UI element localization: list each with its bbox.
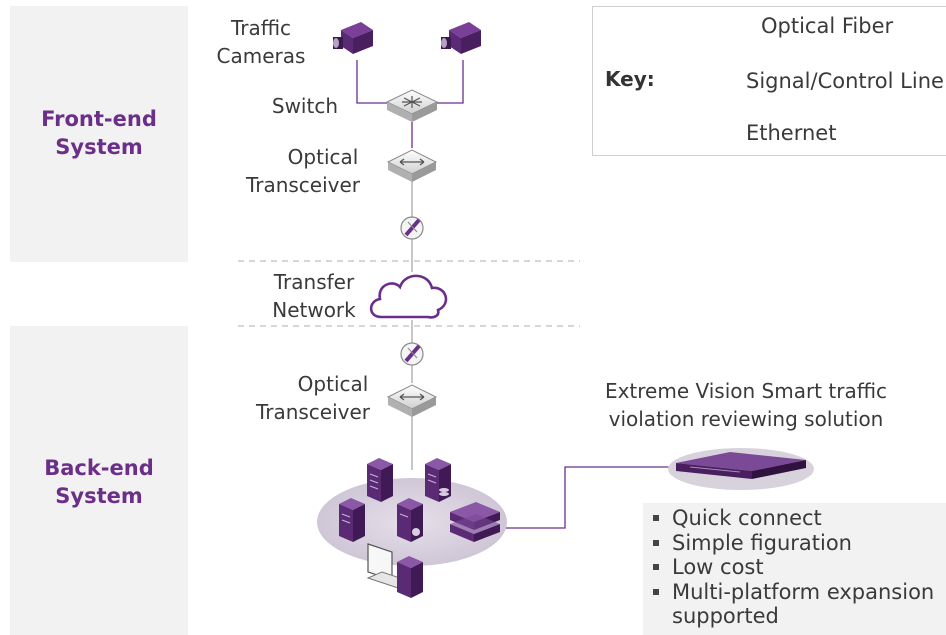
ethernet-line-solution xyxy=(505,466,680,529)
feature-item: Simple figuration xyxy=(648,531,934,556)
key-legend-box xyxy=(592,6,946,156)
optical-transceiver-bottom-line-1: Optical xyxy=(297,372,369,396)
transfer-network-label: Transfer Network xyxy=(256,268,372,324)
key-item-signal-control-line: Signal/Control Line xyxy=(746,69,944,93)
key-title: Key: xyxy=(605,67,655,91)
back-end-panel xyxy=(10,326,188,635)
back-end-line-2: System xyxy=(55,484,143,508)
solution-title-line-2: violation reviewing solution xyxy=(608,407,884,431)
transfer-network-line-2: Network xyxy=(272,298,356,322)
fiber-icon xyxy=(400,216,424,240)
camera-icon xyxy=(333,22,373,54)
optical-transceiver-top-line-2: Transceiver xyxy=(245,173,361,197)
feature-item-continuation: supported xyxy=(672,604,779,628)
cloud-icon xyxy=(369,274,448,319)
solution-title: Extreme Vision Smart traffic violation r… xyxy=(588,377,904,433)
optical-transceiver-bottom-line-2: Transceiver xyxy=(255,400,371,424)
optical-transceiver-bottom-label: Optical Transceiver xyxy=(238,370,388,426)
front-end-panel xyxy=(10,6,188,262)
transfer-network-line-1: Transfer xyxy=(273,270,355,294)
front-end-line-1: Front-end xyxy=(41,107,157,131)
back-end-line-1: Back-end xyxy=(44,456,154,480)
feature-item: Quick connect xyxy=(648,506,934,531)
transceiver-icon xyxy=(386,384,438,417)
features-panel xyxy=(643,503,946,635)
key-item-optical-fiber: Optical Fiber xyxy=(761,14,894,38)
server-icon xyxy=(397,556,423,598)
traffic-cameras-line-2: Cameras xyxy=(216,44,306,68)
key-item-ethernet: Ethernet xyxy=(746,121,837,145)
server-icon xyxy=(339,498,365,542)
rack-server-icon xyxy=(676,452,806,479)
server-icon xyxy=(425,458,451,502)
camera-icon xyxy=(441,22,481,54)
storage-icon xyxy=(450,502,500,542)
optical-transceiver-top-label: Optical Transceiver xyxy=(228,143,378,199)
feature-item: Multi-platform expansion xyxy=(648,580,934,605)
server-icon xyxy=(397,498,423,542)
front-end-line-2: System xyxy=(55,135,143,159)
transceiver-icon xyxy=(386,149,438,182)
switch-icon xyxy=(385,89,439,122)
feature-item: Low cost xyxy=(648,555,934,580)
ethernet-line-camera-left xyxy=(356,60,388,104)
features-list: Quick connect Simple figuration Low cost… xyxy=(648,506,934,629)
back-end-system-label: Back-end System xyxy=(10,454,188,510)
solution-title-line-1: Extreme Vision Smart traffic xyxy=(604,379,888,403)
optical-transceiver-top-line-1: Optical xyxy=(287,145,359,169)
switch-label: Switch xyxy=(271,94,338,118)
front-end-system-label: Front-end System xyxy=(10,105,188,161)
server-icon xyxy=(367,458,393,502)
traffic-cameras-line-1: Traffic xyxy=(230,16,292,40)
fiber-icon xyxy=(400,342,424,366)
traffic-cameras-label: Traffic Cameras xyxy=(195,14,327,70)
ethernet-line-camera-right xyxy=(437,60,464,104)
